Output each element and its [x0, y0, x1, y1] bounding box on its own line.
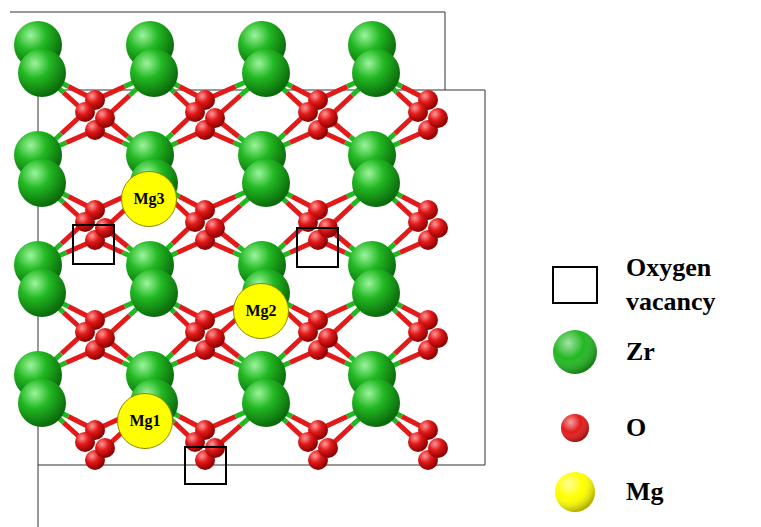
o-atom — [298, 322, 318, 342]
o-atom — [205, 328, 225, 348]
site-label: Mg3 — [133, 190, 164, 208]
legend-swatch — [555, 472, 595, 512]
o-atoms — [75, 90, 448, 470]
legend-swatch — [561, 414, 589, 442]
o-atom — [408, 322, 428, 342]
legend-vacancy-square — [553, 267, 597, 303]
legend-label: Zr — [626, 335, 756, 369]
o-atom — [428, 438, 448, 458]
o-atom — [185, 212, 205, 232]
mg-site: Mg2 — [233, 283, 289, 339]
zr-atom — [18, 49, 66, 97]
zr-atom — [352, 379, 400, 427]
o-atom — [408, 102, 428, 122]
zr-atoms — [14, 21, 400, 427]
o-atom — [185, 432, 205, 452]
swatch-shading — [553, 330, 597, 374]
o-atom — [75, 322, 95, 342]
zr-atom — [352, 269, 400, 317]
o-atom — [185, 102, 205, 122]
zr-atom — [18, 269, 66, 317]
zr-atom — [130, 49, 178, 97]
zr-atom — [352, 49, 400, 97]
o-atom — [95, 218, 115, 238]
o-atom — [318, 438, 338, 458]
site-label: Mg2 — [245, 302, 276, 320]
o-atom — [298, 102, 318, 122]
zr-atom — [18, 379, 66, 427]
zr-atom — [242, 49, 290, 97]
o-atom — [75, 102, 95, 122]
legend-swatch — [553, 330, 597, 374]
o-atom — [298, 432, 318, 452]
legend-label: Mg — [626, 475, 756, 509]
o-atom — [95, 328, 115, 348]
o-atom — [95, 108, 115, 128]
vacancy-square — [297, 228, 338, 267]
o-atom — [75, 212, 95, 232]
o-atom — [428, 108, 448, 128]
o-atom — [428, 328, 448, 348]
o-atom — [95, 438, 115, 458]
o-atom — [205, 108, 225, 128]
zr-atom — [242, 379, 290, 427]
swatch-shading — [555, 472, 595, 512]
legend-swatches — [553, 267, 597, 512]
o-atom — [185, 322, 205, 342]
zr-atom — [18, 159, 66, 207]
cell-frame — [10, 12, 485, 527]
zr-atom — [130, 269, 178, 317]
vacancy-square — [185, 447, 226, 484]
o-atom — [428, 218, 448, 238]
zr-atom — [242, 159, 290, 207]
bond-lines — [38, 73, 428, 448]
o-atom — [408, 212, 428, 232]
legend-label: O — [626, 411, 756, 445]
o-atom — [408, 432, 428, 452]
mg-site: Mg1 — [117, 393, 173, 449]
vacancy-markers — [73, 225, 338, 484]
swatch-shading — [561, 414, 589, 442]
o-atom — [318, 328, 338, 348]
o-atom — [318, 108, 338, 128]
mg-site: Mg3 — [121, 171, 177, 227]
zr-atom — [352, 159, 400, 207]
o-atom — [205, 218, 225, 238]
vacancy-square — [73, 225, 114, 264]
legend-label: Oxygen vacancy — [626, 251, 756, 319]
o-atom — [75, 432, 95, 452]
cell-frame-front — [38, 90, 485, 527]
site-label: Mg1 — [129, 412, 160, 430]
